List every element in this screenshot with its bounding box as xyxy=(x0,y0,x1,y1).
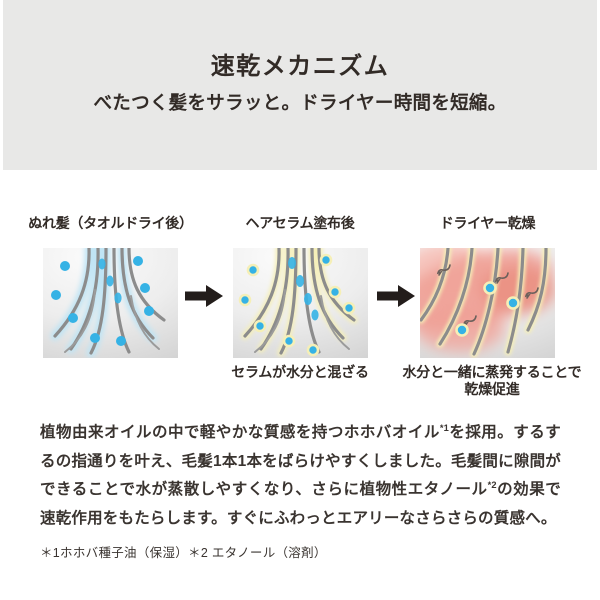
step-label-wet-hair: ぬれ髪（タオルドライ後） xyxy=(28,215,193,231)
evaporation-arrows xyxy=(436,264,539,327)
page-subtitle: べたつく髪をサラッと。ドライヤー時間を短縮。 xyxy=(93,92,507,113)
right-arrow-icon xyxy=(185,285,223,307)
warm-air xyxy=(420,248,555,352)
serum-water-mix xyxy=(288,257,319,321)
coated-water-droplets xyxy=(238,253,356,357)
step-label-serum-applied: ヘアセラム塗布後 xyxy=(245,215,355,231)
caption-line: セラムが水分と混ざる xyxy=(231,364,369,380)
footnote: ＊1ホホバ種子油（保湿）＊2 エタノール（溶剤） xyxy=(40,546,327,560)
step-label-dryer-drying: ドライヤー乾燥 xyxy=(439,215,536,231)
footnote-ref-2: *2 xyxy=(487,479,497,490)
hair-strands xyxy=(53,248,166,355)
wet-hair-illustration xyxy=(43,248,178,358)
evaporating-droplets xyxy=(455,281,520,337)
description-paragraph: 植物由来オイルの中で軽やかな質感を持つホホバオイル*1を採用。するするの指通りを… xyxy=(40,419,561,533)
description-text: の効果で速乾作用をもたらします。すぐにふわっとエアリーなさらさらの質感へ。 xyxy=(40,481,561,527)
caption-line: 乾燥促進 xyxy=(464,381,520,397)
dryer-drying-illustration xyxy=(420,248,555,358)
description-text: 植物由来オイルの中で軽やかな質感を持つホホバオイル xyxy=(40,424,440,441)
step-caption-evaporation: 水分と一緒に蒸発することで 乾燥促進 xyxy=(397,364,587,398)
page-title: 速乾メカニズム xyxy=(210,53,390,80)
header-banner: 速乾メカニズム べたつく髪をサラッと。ドライヤー時間を短縮。 xyxy=(3,0,597,170)
water-between-strands xyxy=(98,258,122,304)
step-caption-serum-mixes: セラムが水分と混ざる xyxy=(216,364,384,381)
wet-hair-svg xyxy=(50,248,166,358)
dryer-drying-svg xyxy=(420,248,555,358)
serum-applied-illustration xyxy=(233,248,368,358)
right-arrow-icon xyxy=(377,285,415,307)
description-text: を採用。するするの指通りを叶え、毛髪1本1本をばらけやすくしました。毛髪間に隙間… xyxy=(40,424,561,498)
water-droplets xyxy=(51,256,154,346)
serum-applied-svg xyxy=(238,248,358,357)
caption-line: 水分と一緒に蒸発することで xyxy=(402,364,582,380)
footnote-ref-1: *1 xyxy=(439,422,450,433)
